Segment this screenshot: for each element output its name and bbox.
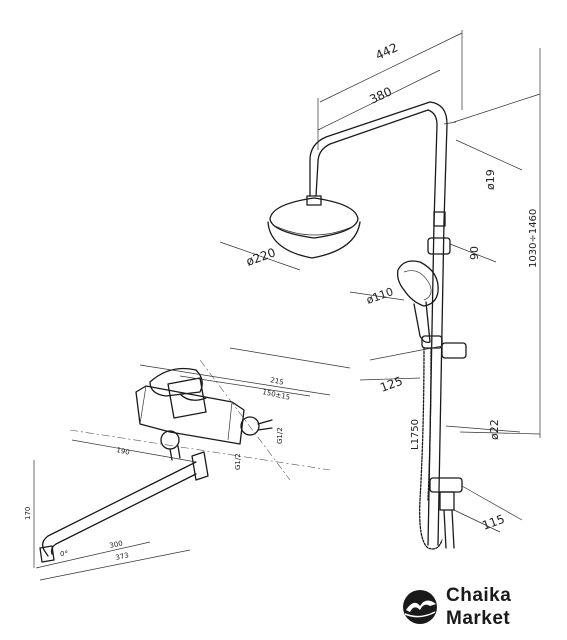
hand-shower-handle xyxy=(413,301,431,344)
dim-hose-length-label: L1750 xyxy=(410,419,421,450)
dim-380-label: 380 xyxy=(367,84,394,106)
dim-ext-bottom xyxy=(459,431,541,435)
dim-line-190 xyxy=(71,439,197,463)
shower-arm xyxy=(309,101,431,197)
shower-hose xyxy=(419,347,443,550)
dim-line-125-top xyxy=(369,345,443,361)
rail-bottom-bracket xyxy=(429,477,463,493)
connector-right-thread xyxy=(257,419,273,431)
shower-system: 442 380 ø19 ø220 90 ø110 1030÷1460 125 L… xyxy=(219,30,541,550)
hand-shower-head xyxy=(396,260,439,307)
dim-150-label: 150±15 xyxy=(262,388,291,402)
rail-bottom-pipe xyxy=(443,509,455,549)
mixer-connector-right xyxy=(240,416,260,436)
spout-centerline xyxy=(69,429,331,471)
connector-left-thread xyxy=(169,445,181,461)
dim-handshower-diameter-label: ø110 xyxy=(365,285,396,307)
spout-joint xyxy=(191,451,209,481)
dim-line-380 xyxy=(317,69,441,131)
brand-logo: Chaika Market xyxy=(403,585,511,629)
rail-top-coupling xyxy=(433,211,446,227)
bath-mixer: 215 150±15 G1/2 G1/2 190 170 300 373 0° xyxy=(24,347,351,581)
brand-name-line2: Market xyxy=(446,608,510,629)
dim-line-22 xyxy=(445,425,521,433)
mixer-cartridge xyxy=(167,377,207,419)
dim-line-373 xyxy=(39,549,191,581)
brand-name-line1: Chaika xyxy=(446,585,511,606)
hand-shower-face xyxy=(403,270,432,301)
dim-line-125-bottom xyxy=(359,377,421,381)
shower-arm-joint xyxy=(443,121,457,125)
dim-height-range-label: 1030÷1460 xyxy=(528,209,539,268)
dim-line-19 xyxy=(455,139,523,171)
rain-head-connector xyxy=(306,195,322,206)
rain-shower-head-face xyxy=(274,225,355,236)
dim-ext-215-right xyxy=(229,347,351,369)
rail-slider-upper xyxy=(427,237,451,255)
rail-bottom-connector xyxy=(439,491,455,511)
mixer-centerline xyxy=(199,359,291,481)
dim-angle-label: 0° xyxy=(60,550,68,558)
spout-aerator xyxy=(39,545,55,563)
dim-300-label: 300 xyxy=(109,539,124,550)
dim-125-label: 125 xyxy=(378,374,404,395)
dim-90-label: 90 xyxy=(468,246,481,260)
seagull-wave xyxy=(404,611,436,618)
dim-thread-bottom-label: G1/2 xyxy=(234,453,242,470)
dim-442-label: 442 xyxy=(373,40,400,62)
dim-arm-diameter-label: ø19 xyxy=(484,169,497,190)
dim-line-442 xyxy=(319,32,463,103)
dim-line-115-bottom xyxy=(453,509,501,533)
dim-ext-top xyxy=(453,93,541,123)
dim-rail-diameter-label: ø22 xyxy=(488,419,501,440)
dim-head-diameter-label: ø220 xyxy=(244,245,277,269)
dim-line-110 xyxy=(349,291,405,301)
dim-line-115-top xyxy=(461,485,523,521)
dim-line-215 xyxy=(139,364,331,396)
dim-line-150 xyxy=(179,375,311,397)
seagull-shape xyxy=(406,600,436,612)
dim-line-300 xyxy=(35,541,151,569)
shower-rail-right xyxy=(437,221,445,546)
rain-shower-head xyxy=(269,197,359,239)
dim-line-90 xyxy=(449,243,497,263)
shower-hose-inner xyxy=(427,347,432,501)
dim-190-label: 190 xyxy=(116,446,131,457)
dim-115-label: 115 xyxy=(480,512,506,533)
mixer-body xyxy=(135,385,245,445)
dim-215-label: 215 xyxy=(270,376,285,387)
shower-upper-pipe xyxy=(427,101,448,223)
dim-373-label: 373 xyxy=(115,551,130,562)
rail-slider-middle xyxy=(441,342,467,359)
mixer-body-edges xyxy=(139,385,233,441)
dim-thread-top-label: G1/2 xyxy=(276,427,284,444)
dim-170-label: 170 xyxy=(24,507,32,520)
rain-shower-head-rim xyxy=(267,221,361,259)
dim-line-220 xyxy=(219,241,301,271)
